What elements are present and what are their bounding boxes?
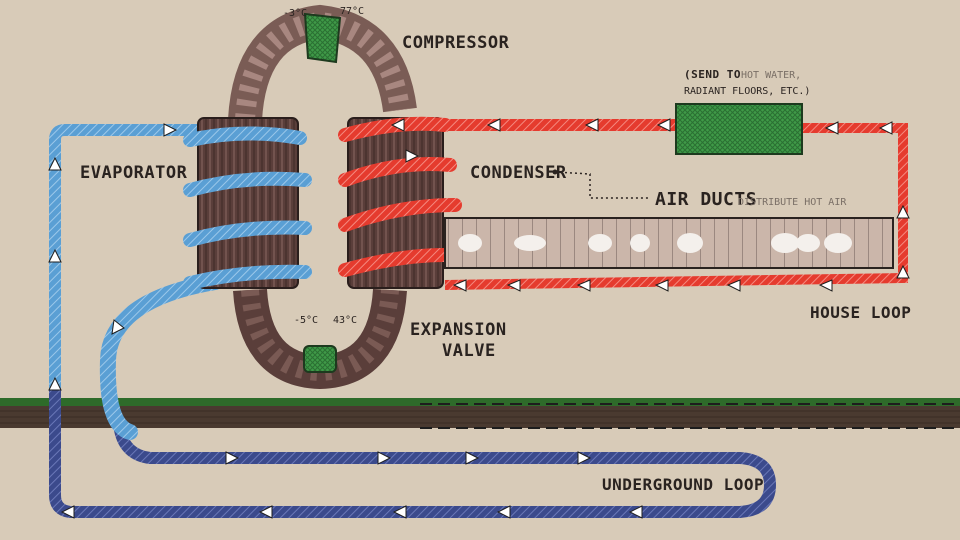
arrow-icon <box>452 279 467 292</box>
temp-compressor-in: -3°C <box>283 8 307 19</box>
send-to-label-c: RADIANT FLOORS, ETC.) <box>684 86 810 97</box>
arrow-icon <box>506 279 521 292</box>
air-ducts-label: AIR DUCTS <box>655 189 757 210</box>
arrow-icon <box>824 121 839 135</box>
condenser-label: CONDENSER <box>470 163 567 183</box>
arrow-icon <box>390 118 405 132</box>
arrow-icon <box>656 118 671 132</box>
compressor-component <box>303 12 342 64</box>
arrow-icon <box>258 505 273 519</box>
heat-exchanger-box <box>675 103 803 155</box>
underground-loop-label: UNDERGROUND LOOP <box>602 475 764 494</box>
arrow-icon <box>584 118 599 132</box>
flow-arrows <box>48 118 910 519</box>
arrow-icon <box>111 319 125 335</box>
arrow-icon <box>878 121 893 135</box>
arrow-icon <box>392 505 407 519</box>
arrow-icon <box>377 451 392 465</box>
arrow-icon <box>896 264 910 279</box>
evaporator-coil <box>183 117 312 290</box>
arrow-icon <box>465 451 480 465</box>
air-ducts-note: DISTRIBUTE HOT AIR <box>738 197 847 208</box>
arrow-icon <box>896 204 910 219</box>
expansion-label-line1: EXPANSION <box>410 320 507 340</box>
arrow-icon <box>48 376 62 391</box>
arrow-icon <box>48 156 62 171</box>
arrow-icon <box>628 505 643 519</box>
ground-layer <box>0 398 960 429</box>
house-loop-label: HOUSE LOOP <box>810 303 911 322</box>
condenser-connector-line <box>554 171 650 199</box>
arrow-icon <box>60 505 75 519</box>
arrow-icon <box>163 123 178 137</box>
arrow-icon <box>818 279 833 292</box>
arrow-icon <box>577 451 592 465</box>
arrow-icon <box>496 505 511 519</box>
underground-loop-pipe <box>49 374 777 518</box>
arrow-icon <box>654 279 669 292</box>
arrow-icon <box>48 248 62 263</box>
condenser-coil <box>338 116 462 289</box>
compressor-label: COMPRESSOR <box>402 33 510 53</box>
send-to-label-a: (SEND TO <box>684 68 741 81</box>
expansion-valve-component <box>303 345 337 373</box>
arrow-icon <box>486 118 501 132</box>
arrow-icon <box>726 279 741 292</box>
temp-compressor-out: 77°C <box>340 6 364 17</box>
arrow-icon <box>576 279 591 292</box>
arrow-icon <box>405 149 420 163</box>
expansion-label-line2: VALVE <box>442 341 496 361</box>
temp-valve-out: -5°C <box>294 315 318 326</box>
send-to-label-b: HOT WATER, <box>741 70 801 81</box>
evaporator-label: EVAPORATOR <box>80 163 188 183</box>
connector-dot <box>552 169 558 175</box>
arrow-icon <box>225 451 240 465</box>
air-duct <box>444 217 894 269</box>
cold-loop-pipe <box>49 124 223 440</box>
temp-valve-in: 43°C <box>333 315 357 326</box>
